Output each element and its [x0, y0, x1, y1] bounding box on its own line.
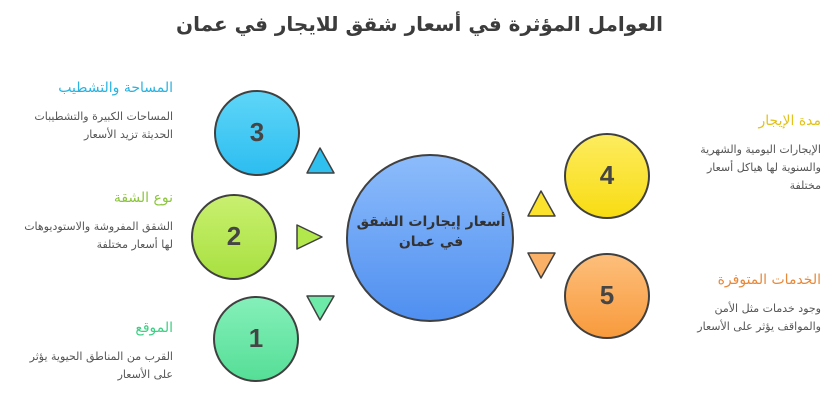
factor-description: المساحات الكبيرة والتشطيبات الحديثة تزيد…: [34, 110, 173, 141]
factor-block-2: نوع الشقة الشقق المفروشة والاستوديوهات ل…: [23, 190, 173, 254]
triangle-down-icon: [527, 252, 556, 279]
factor-circle-2: [191, 194, 277, 280]
factor-number-2: 2: [226, 221, 242, 251]
factor-circle-4: [564, 133, 650, 219]
factor-heading: المساحة والتشطيب: [58, 80, 173, 96]
factor-number-4: 4: [599, 160, 615, 190]
factor-block-5: الخدمات المتوفرة وجود خدمات مثل الأمن وا…: [676, 272, 821, 336]
diagram-title: العوامل المؤثرة في أسعار شقق للايجار في …: [176, 12, 663, 36]
triangle-down-icon: [306, 295, 335, 321]
triangle-right-icon: [296, 224, 323, 250]
triangle-up-icon: [306, 147, 335, 174]
factor-number-5: 5: [599, 280, 615, 310]
factor-number-1: 1: [248, 323, 264, 353]
factor-description: القرب من المناطق الحيوية يؤثر على الأسعا…: [29, 350, 173, 381]
factor-heading: الخدمات المتوفرة: [717, 272, 821, 288]
factor-circle-3: [214, 90, 300, 176]
factor-heading: نوع الشقة: [113, 190, 173, 206]
factor-block-4: مدة الإيجار الإيجارات اليومية والشهرية و…: [681, 113, 821, 195]
factor-circle-1: [213, 296, 299, 382]
factor-block-3: المساحة والتشطيب المساحات الكبيرة والتشط…: [13, 80, 173, 144]
factor-description: الشقق المفروشة والاستوديوهات لها أسعار م…: [24, 220, 173, 251]
factor-block-1: الموقع القرب من المناطق الحيوية يؤثر على…: [23, 320, 173, 384]
factor-heading: الموقع: [135, 320, 173, 336]
center-circle: [346, 154, 514, 322]
center-label: أسعار إيجارات الشقق في عمان: [356, 214, 506, 250]
factor-description: وجود خدمات مثل الأمن والمواقف يؤثر على ا…: [697, 302, 821, 333]
triangle-up-icon: [527, 190, 556, 217]
factor-description: الإيجارات اليومية والشهرية والسنوية لها …: [700, 143, 821, 192]
factor-heading: مدة الإيجار: [758, 113, 821, 129]
factor-number-3: 3: [249, 117, 265, 147]
factor-circle-5: [564, 253, 650, 339]
